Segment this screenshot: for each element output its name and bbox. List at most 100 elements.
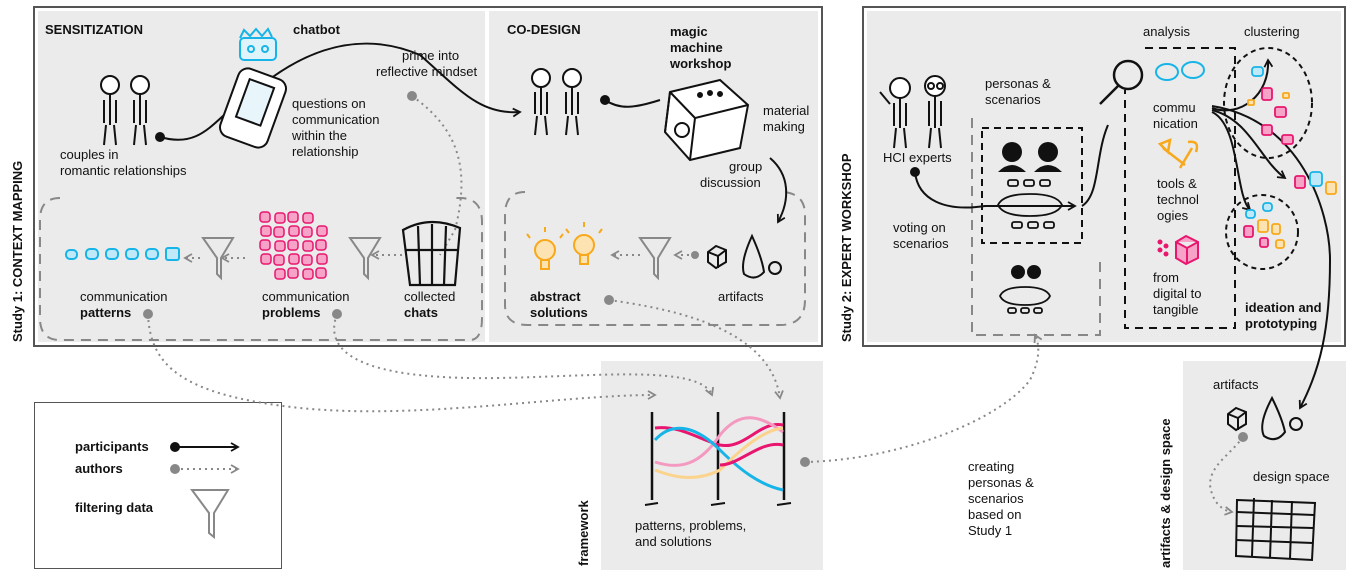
patterns-label-2: patterns bbox=[80, 305, 132, 320]
material-label-2: making bbox=[763, 119, 805, 134]
magnifier-icon bbox=[1099, 59, 1144, 105]
artifacts-design-space-panel bbox=[1183, 361, 1346, 570]
couples-label-1: couples in bbox=[60, 147, 119, 162]
chats-basket-icon bbox=[401, 220, 462, 287]
solutions-label-2: solutions bbox=[530, 305, 588, 320]
author-flow-framework bbox=[804, 333, 1043, 463]
personas-dashed-region bbox=[971, 118, 1101, 336]
questions-label-1: questions on bbox=[292, 96, 366, 111]
problem-blob bbox=[260, 225, 272, 237]
magic-machine-icon bbox=[663, 78, 750, 162]
problem-blob bbox=[274, 240, 286, 252]
expert-figures bbox=[879, 75, 946, 149]
voting-label-1: voting on bbox=[893, 220, 946, 235]
creating-label-5: Study 1 bbox=[968, 523, 1013, 538]
couples-label-2: romantic relationships bbox=[60, 163, 187, 178]
tools-label-1: tools & bbox=[1157, 176, 1197, 191]
participant-flow-cluster-c bbox=[1211, 111, 1252, 212]
study1-side-label: Study 1: CONTEXT MAPPING bbox=[10, 160, 25, 342]
codesign-dashed-region bbox=[504, 191, 806, 326]
clustering-label: clustering bbox=[1244, 24, 1300, 39]
creating-label-2: personas & bbox=[968, 475, 1034, 490]
problem-shapes bbox=[259, 211, 328, 280]
problem-blob bbox=[274, 268, 286, 280]
chatbot-label: chatbot bbox=[293, 22, 340, 37]
filter-funnel-icons bbox=[190, 237, 672, 540]
expert-workshop-panel bbox=[867, 11, 1341, 342]
codesign-panel bbox=[489, 11, 818, 342]
digital-label-1: from bbox=[1153, 270, 1179, 285]
problem-blob bbox=[301, 254, 313, 266]
digital-tangible-icon bbox=[1157, 234, 1199, 266]
pattern-shapes bbox=[65, 247, 180, 261]
legend-participants-label: participants bbox=[75, 439, 149, 454]
author-flow-solutions bbox=[608, 299, 784, 400]
problem-blob bbox=[315, 267, 327, 279]
problem-blob bbox=[302, 240, 314, 252]
workshop-label-2: machine bbox=[670, 40, 723, 55]
codesign-heading: CO-DESIGN bbox=[507, 22, 581, 37]
problem-blob bbox=[273, 254, 285, 266]
participant-flow-discussion bbox=[769, 157, 788, 224]
chat-bubbles-icon bbox=[1155, 61, 1205, 81]
participant-flow-chatbot bbox=[159, 42, 522, 141]
group-label-2: discussion bbox=[700, 175, 761, 190]
questions-label-3: within the bbox=[292, 128, 347, 143]
problem-blob bbox=[316, 253, 328, 265]
communication-label-1: commu bbox=[1153, 100, 1196, 115]
personas-label-1: personas & bbox=[985, 76, 1051, 91]
ideation-label-2: prototyping bbox=[1245, 316, 1318, 331]
problem-blob bbox=[259, 211, 271, 223]
ideation-label-1: ideation and bbox=[1245, 300, 1322, 315]
tools-label-3: ogies bbox=[1157, 208, 1189, 223]
cluster-ellipse-bottom bbox=[1225, 194, 1299, 270]
codesign-figures bbox=[531, 68, 582, 136]
tools-label-2: technol bbox=[1157, 192, 1199, 207]
study2-side-label: Study 2: EXPERT WORKSHOP bbox=[839, 153, 854, 342]
author-flow-problems bbox=[333, 313, 714, 397]
legend-filtering-label: filtering data bbox=[75, 500, 154, 515]
problem-blob bbox=[302, 212, 314, 224]
analysis-dashed-region bbox=[1124, 47, 1236, 329]
prime-label-1: prime into bbox=[402, 48, 460, 63]
participant-flow-analysis bbox=[1081, 124, 1109, 207]
prime-label-2: reflective mindset bbox=[376, 64, 478, 79]
problem-blob bbox=[274, 212, 286, 224]
problem-blob bbox=[287, 267, 299, 279]
workshop-label-3: workshop bbox=[670, 56, 732, 71]
problem-blob bbox=[287, 239, 299, 251]
artifact-shapes bbox=[707, 233, 782, 279]
artifacts-space-side-label: artifacts & design space bbox=[1158, 418, 1173, 568]
problem-blob bbox=[301, 226, 313, 238]
problem-blob bbox=[315, 239, 327, 251]
material-label-1: material bbox=[763, 103, 810, 118]
framework-side-label: framework bbox=[576, 500, 591, 566]
legend-box bbox=[34, 402, 282, 569]
framework-caption-2: and solutions bbox=[635, 534, 712, 549]
experts-label: HCI experts bbox=[883, 150, 952, 165]
problem-blob bbox=[288, 253, 300, 265]
couple-figures bbox=[100, 75, 150, 146]
author-flow-patterns bbox=[147, 313, 657, 413]
digital-label-3: tangible bbox=[1153, 302, 1199, 317]
workshop-label-1: magic bbox=[670, 24, 708, 39]
persona-table bbox=[997, 179, 1063, 314]
legend-authors-label: authors bbox=[75, 461, 123, 476]
participant-flow-artifacts bbox=[1211, 105, 1332, 410]
creating-label-3: scenarios bbox=[968, 491, 1024, 506]
analysis-label: analysis bbox=[1143, 24, 1190, 39]
framework-diagram bbox=[644, 412, 792, 506]
problem-blob bbox=[259, 239, 271, 251]
problems-label-2: problems bbox=[262, 305, 321, 320]
tools-icon bbox=[1157, 138, 1199, 169]
framework-caption-1: patterns, problems, bbox=[635, 518, 747, 533]
digital-label-2: digital to bbox=[1153, 286, 1202, 301]
lightbulb-icons bbox=[526, 222, 603, 270]
study2-panel bbox=[862, 6, 1346, 347]
chats-label-2: chats bbox=[404, 305, 438, 320]
legend-graphics bbox=[170, 442, 240, 474]
author-flow-prime bbox=[411, 95, 463, 256]
problem-blob bbox=[302, 268, 314, 280]
questions-label-2: communication bbox=[292, 112, 380, 127]
creating-label-4: based on bbox=[968, 507, 1022, 522]
